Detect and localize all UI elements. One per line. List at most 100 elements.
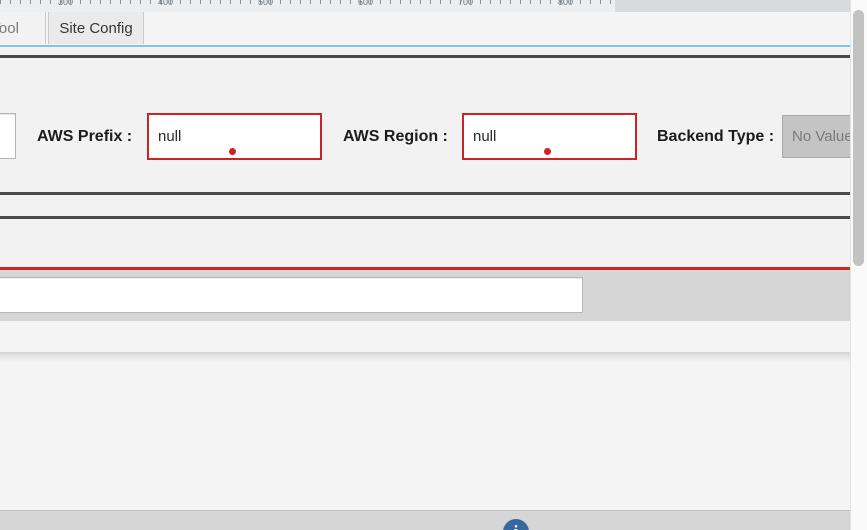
ruler-tick-minor — [140, 0, 141, 4]
tab-bar-empty-area — [145, 12, 867, 44]
band-section-2 — [0, 219, 853, 268]
tab-query-tool[interactable]: y Tool — [0, 12, 46, 44]
ruler-tick-minor — [410, 0, 411, 4]
ruler-tick-minor — [130, 0, 131, 4]
ruler-tick-minor — [370, 0, 371, 4]
ruler-tick-minor — [290, 0, 291, 4]
ruler-tick-minor — [170, 0, 171, 4]
lower-panel — [0, 362, 867, 510]
ruler-label: 400 — [158, 0, 174, 7]
ruler-tick-minor — [200, 0, 201, 4]
ruler-tick-minor — [80, 0, 81, 4]
form-row: AWS Prefix : null AWS Region : null Back… — [0, 60, 867, 190]
vertical-scrollbar-track[interactable] — [850, 0, 867, 530]
search-strip — [0, 270, 867, 321]
ruler-tick-minor — [0, 0, 1, 4]
info-icon-glyph: i — [514, 522, 519, 530]
ruler-tick-minor — [250, 0, 251, 4]
ruler-tick-minor — [570, 0, 571, 4]
ruler-label: 600 — [358, 0, 374, 7]
lower-gap — [0, 321, 867, 352]
ruler-tick-minor — [260, 0, 261, 4]
field-aws-region-required-dot — [544, 148, 551, 155]
ruler-tick-minor — [530, 0, 531, 4]
ruler-tick-minor — [440, 0, 441, 4]
ruler-tick-minor — [490, 0, 491, 4]
ruler-tick-minor — [50, 0, 51, 4]
ruler-tick-minor — [600, 0, 601, 4]
ruler-tick-minor — [10, 0, 11, 4]
ruler-tick-minor — [180, 0, 181, 4]
field-backend-type-label: Backend Type : — [657, 128, 775, 145]
ruler-tick-minor — [30, 0, 31, 4]
ruler-label: 300 — [58, 0, 74, 7]
ruler-tick-minor — [240, 0, 241, 4]
ruler-tick-minor — [60, 0, 61, 4]
ruler-tick-minor — [580, 0, 581, 4]
ruler-tick-minor — [420, 0, 421, 4]
tab-site-config-label: Site Config — [59, 19, 133, 37]
ruler-tick-minor — [340, 0, 341, 4]
field-aws-region-label: AWS Region : — [343, 128, 448, 145]
info-icon[interactable]: i — [503, 519, 529, 530]
tab-bar: y Tool Site Config — [0, 12, 867, 47]
ruler-tick-minor — [110, 0, 111, 4]
field-aws-prefix-label: AWS Prefix : — [37, 128, 133, 145]
vertical-scrollbar-thumb[interactable] — [853, 10, 864, 266]
ruler-tick-minor — [300, 0, 301, 4]
ruler-tick-minor — [500, 0, 501, 4]
ruler-tick-minor — [390, 0, 391, 4]
ruler-tick-minor — [40, 0, 41, 4]
divider-top — [0, 55, 853, 58]
field-aws-prefix-required-dot — [229, 148, 236, 155]
ruler-label: 700 — [458, 0, 474, 7]
ruler: 300 400 500 600 700 800 — [0, 0, 867, 12]
ruler-tick-minor — [100, 0, 101, 4]
ruler-tick-minor — [310, 0, 311, 4]
ruler-tick-minor — [280, 0, 281, 4]
panel-shadow-edge — [0, 352, 867, 362]
band-section-1 — [0, 195, 853, 216]
ruler-tick-minor — [550, 0, 551, 4]
divider-section-2 — [0, 216, 853, 219]
ruler-body — [0, 0, 615, 12]
ruler-tick-minor — [210, 0, 211, 4]
ruler-tick-minor — [150, 0, 151, 4]
tab-site-config[interactable]: Site Config — [48, 12, 144, 44]
ruler-tick-minor — [510, 0, 511, 4]
field-backend-type-placeholder: No Value — [792, 128, 853, 145]
ruler-tick-minor — [450, 0, 451, 4]
divider-section-1 — [0, 192, 853, 195]
ruler-tail — [615, 0, 867, 12]
ruler-tick-minor — [270, 0, 271, 4]
ruler-tick-minor — [90, 0, 91, 4]
ruler-tick-minor — [160, 0, 161, 4]
field-aws-prefix-value: null — [158, 128, 182, 145]
ruler-tick-minor — [480, 0, 481, 4]
ruler-tick-minor — [220, 0, 221, 4]
ruler-tick-minor — [520, 0, 521, 4]
ruler-tick-minor — [430, 0, 431, 4]
ruler-tick-minor — [360, 0, 361, 4]
search-input[interactable] — [0, 277, 583, 313]
footer-bar: i — [0, 510, 867, 530]
ruler-tick-minor — [460, 0, 461, 4]
field-partial-left-input[interactable] — [0, 113, 16, 159]
ruler-tick-minor — [350, 0, 351, 4]
tab-query-tool-label: y Tool — [0, 19, 19, 37]
ruler-tick-minor — [70, 0, 71, 4]
ruler-tick-minor — [320, 0, 321, 4]
ruler-tick-minor — [230, 0, 231, 4]
ruler-label: 800 — [558, 0, 574, 7]
ruler-tick-minor — [590, 0, 591, 4]
ruler-tick-minor — [190, 0, 191, 4]
ruler-tick-minor — [330, 0, 331, 4]
ruler-tick-minor — [540, 0, 541, 4]
ruler-tick-minor — [400, 0, 401, 4]
ruler-label: 500 — [258, 0, 274, 7]
field-aws-region-value: null — [473, 128, 497, 145]
divider-error — [0, 267, 867, 270]
ruler-tick-minor — [20, 0, 21, 4]
ruler-tick-minor — [610, 0, 611, 4]
